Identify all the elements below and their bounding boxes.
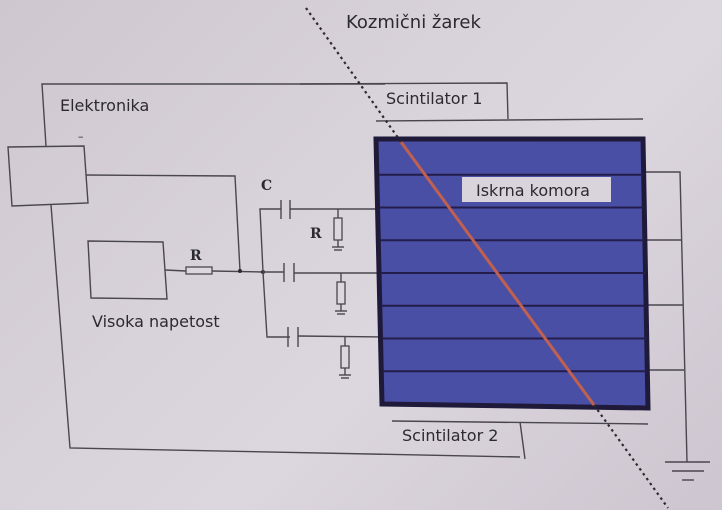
electronics-label: Elektronika — [60, 96, 149, 115]
scintillator-1-box — [299, 82, 509, 120]
electronics-minus-label: – — [78, 130, 84, 143]
spark-chamber-label-box — [462, 177, 611, 202]
right-ground-network — [643, 171, 710, 481]
high-voltage-box — [87, 240, 168, 300]
scintillator-1-label: Scintilator 1 — [386, 89, 482, 108]
branch-resistor-2 — [335, 273, 347, 315]
spark-chamber-plates — [378, 173, 648, 373]
resistor-out-wire — [211, 270, 264, 273]
main-resistor-label: R — [190, 248, 202, 264]
cosmic-ray-label: Kozmični žarek — [346, 12, 481, 33]
electronics-box — [7, 145, 89, 207]
main-resistor — [185, 266, 213, 275]
high-voltage-label: Visoka napetost — [92, 312, 220, 331]
spark-chamber-label: Iskrna komora — [476, 181, 590, 200]
branch-resistor-1 — [332, 209, 344, 251]
electronics-bottom-wire — [50, 204, 521, 458]
branch-resistor-3 — [339, 337, 351, 379]
branch-resistor-label: R — [310, 226, 322, 242]
scintillator-2-box-edge — [519, 421, 526, 460]
cosmic-ray-path-lower — [593, 404, 669, 509]
capacitor-3-wire — [297, 335, 385, 338]
capacitor-label: C — [261, 178, 272, 194]
scintillator-1-bottom-line — [375, 118, 644, 122]
hv-wire — [164, 269, 187, 272]
electronics-signal-wire — [85, 174, 241, 272]
junction-dot — [238, 269, 242, 273]
electronics-top-wire — [41, 83, 385, 147]
particle-track — [399, 141, 596, 406]
scintillator-2-label: Scintilator 2 — [402, 426, 498, 445]
